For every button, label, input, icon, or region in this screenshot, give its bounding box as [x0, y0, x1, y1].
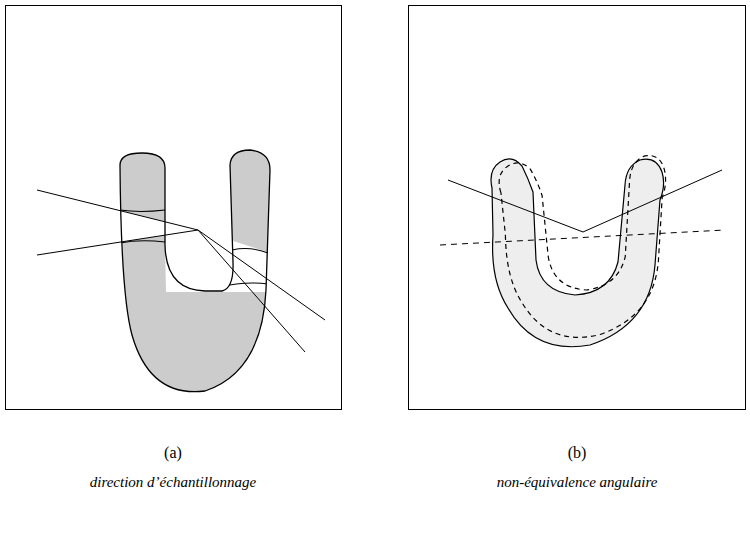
u-shape [491, 155, 671, 347]
panel-frame [409, 6, 746, 410]
panel-label: (a) [164, 444, 182, 462]
panel-caption: non-équivalence angulaire [497, 474, 658, 491]
panel-caption: direction d’échantillonnage [90, 474, 257, 491]
sampling-rays [37, 190, 325, 352]
u-shape [37, 150, 420, 392]
panel-frame [6, 6, 342, 410]
panel-label: (b) [568, 444, 587, 462]
sampling-rays [440, 170, 725, 245]
